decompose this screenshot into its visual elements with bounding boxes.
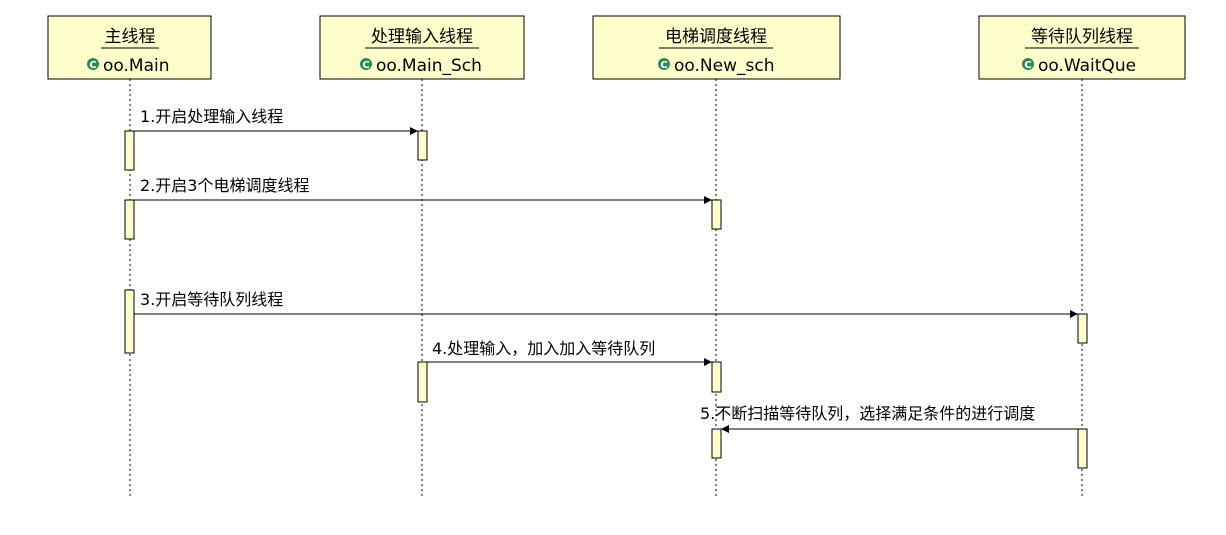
message-5[interactable]: 5.不断扫描等待队列，选择满足条件的进行调度 xyxy=(700,404,1078,433)
participant-title: 等待队列线程 xyxy=(1031,27,1133,47)
class-icon: C xyxy=(87,58,99,71)
message-label: 2.开启3个电梯调度线程 xyxy=(140,176,309,195)
participant-new-sch[interactable]: 电梯调度线程 C oo.New_sch xyxy=(592,15,841,80)
participant-title: 电梯调度线程 xyxy=(665,27,767,47)
message-label: 4.处理输入，加入加入等待队列 xyxy=(432,339,655,358)
activation-waitque-1 xyxy=(1077,313,1088,344)
activation-main-sch-2 xyxy=(417,361,428,403)
activations xyxy=(124,130,1088,469)
svg-text:C: C xyxy=(1024,60,1031,71)
participant-subtitle: oo.Main_Sch xyxy=(376,56,482,76)
arrow-head-icon xyxy=(721,425,729,433)
participant-main-sch[interactable]: 处理输入线程 C oo.Main_Sch xyxy=(319,15,525,80)
activation-waitque-2 xyxy=(1077,428,1088,469)
svg-text:C: C xyxy=(362,60,369,71)
activation-main-1 xyxy=(124,130,135,171)
activation-new-sch-2 xyxy=(711,361,722,393)
participant-title: 主线程 xyxy=(105,27,156,47)
participant-subtitle: oo.New_sch xyxy=(674,56,774,76)
activation-new-sch-3 xyxy=(711,428,722,459)
message-label: 1.开启处理输入线程 xyxy=(140,107,283,126)
class-icon: C xyxy=(658,58,670,71)
activation-new-sch-1 xyxy=(711,199,722,230)
activation-main-2 xyxy=(124,199,135,240)
message-4[interactable]: 4.处理输入，加入加入等待队列 xyxy=(427,339,712,366)
activation-main-3 xyxy=(124,289,135,354)
arrow-head-icon xyxy=(410,127,418,135)
arrow-head-icon xyxy=(704,358,712,366)
svg-text:C: C xyxy=(660,60,667,71)
class-icon: C xyxy=(1022,58,1034,71)
arrow-head-icon xyxy=(1070,310,1078,318)
arrow-head-icon xyxy=(704,196,712,204)
message-2[interactable]: 2.开启3个电梯调度线程 xyxy=(134,176,712,204)
message-1[interactable]: 1.开启处理输入线程 xyxy=(134,107,418,135)
message-label: 5.不断扫描等待队列，选择满足条件的进行调度 xyxy=(700,404,1035,423)
lifelines xyxy=(129,79,1083,498)
activation-main-sch-1 xyxy=(417,130,428,161)
class-icon: C xyxy=(360,58,372,71)
message-label: 3.开启等待队列线程 xyxy=(140,290,283,309)
participant-waitque[interactable]: 等待队列线程 C oo.WaitQue xyxy=(978,15,1186,80)
message-3[interactable]: 3.开启等待队列线程 xyxy=(134,290,1078,318)
participant-subtitle: oo.WaitQue xyxy=(1038,56,1136,76)
participant-subtitle: oo.Main xyxy=(103,56,170,76)
participant-title: 处理输入线程 xyxy=(371,27,473,47)
participant-main[interactable]: 主线程 C oo.Main xyxy=(47,15,212,80)
svg-text:C: C xyxy=(89,60,96,71)
